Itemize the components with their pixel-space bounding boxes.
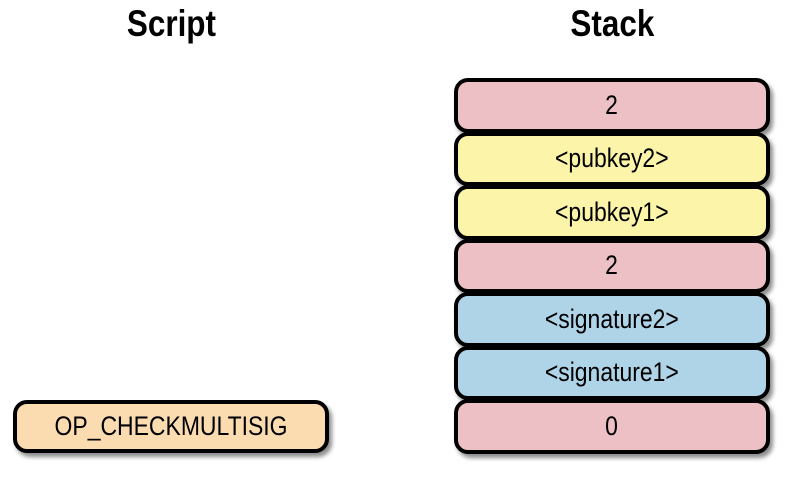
script-header-label: Script [126, 3, 216, 44]
script-item: OP_CHECKMULTISIG [13, 400, 329, 453]
stack-item: <pubkey2> [454, 131, 770, 186]
stack-item-label: 2 [605, 250, 619, 281]
stack-item: 2 [454, 238, 770, 293]
stack-item-label: <pubkey1> [555, 196, 669, 227]
script-item-label: OP_CHECKMULTISIG [54, 411, 288, 441]
stack-item: <pubkey1> [454, 185, 770, 240]
stack-item: <signature1> [454, 345, 770, 400]
stack-column-header: Stack [454, 0, 770, 50]
stack-item-label: <signature1> [545, 357, 679, 388]
stack-item-label: 2 [605, 89, 619, 120]
stack-item-label: 0 [605, 410, 619, 441]
script-column-header: Script [13, 0, 329, 50]
stack-column: 2 <pubkey2> <pubkey1> 2 <signature2> <signatu… [454, 78, 770, 454]
script-column: OP_CHECKMULTISIG [13, 400, 329, 453]
stack-item-label: <signature2> [545, 303, 679, 334]
stack-item: 0 [454, 399, 770, 454]
stack-item-label: <pubkey2> [555, 143, 669, 174]
stack-header-label: Stack [570, 3, 654, 44]
stack-item: <signature2> [454, 292, 770, 347]
stack-item: 2 [454, 78, 770, 133]
